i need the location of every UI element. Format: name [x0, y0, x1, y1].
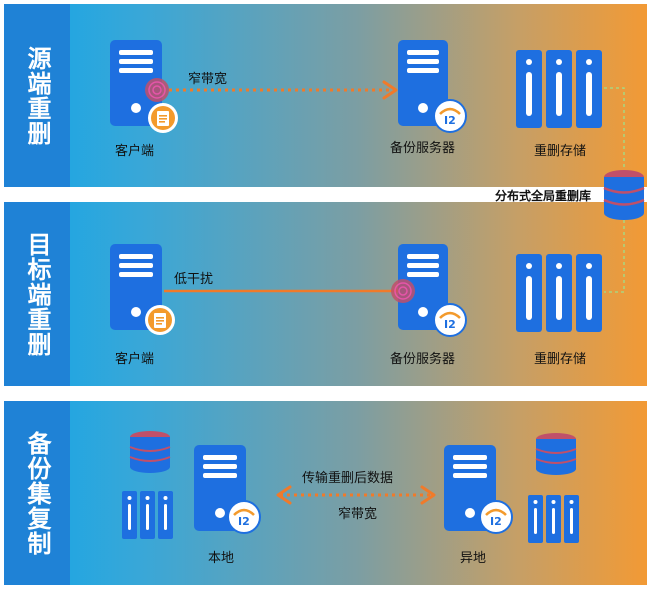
backup-replication-panel: 备份集复制 I2 — [4, 401, 647, 585]
storage-label: 重删存储 — [534, 352, 587, 367]
client-label: 客户端 — [115, 144, 155, 159]
storage-rack-icon — [516, 50, 602, 128]
panel-title-bar: 备份集复制 — [4, 401, 70, 585]
panel-title: 源端重删 — [23, 45, 51, 146]
link-label: 低干扰 — [174, 272, 214, 287]
client-server-icon — [110, 40, 162, 126]
backup-server-icon — [398, 40, 448, 126]
database-icon — [129, 431, 171, 473]
storage-rack-icon — [122, 491, 173, 539]
panel-title: 备份集复制 — [23, 430, 51, 556]
server-label: 备份服务器 — [390, 352, 456, 367]
fingerprint-icon — [145, 78, 169, 102]
source-dedup-panel: 源端重删 — [4, 4, 647, 187]
svg-text:I2: I2 — [444, 114, 456, 127]
target-dedup-panel: 目标端重删 — [4, 202, 647, 386]
global-db-label: 分布式全局重删库 — [495, 189, 592, 203]
remote-label: 异地 — [460, 551, 487, 566]
link-label-top: 传输重删后数据 — [302, 471, 394, 486]
document-icon — [145, 305, 175, 335]
client-server-icon — [110, 244, 162, 330]
svg-text:I2: I2 — [238, 515, 250, 528]
svg-text:I2: I2 — [490, 515, 502, 528]
i2-logo-icon: I2 — [227, 500, 261, 534]
link-label: 窄带宽 — [188, 72, 228, 87]
document-icon — [148, 103, 178, 133]
panel-title-bar: 源端重删 — [4, 4, 70, 187]
storage-rack-icon — [528, 495, 579, 543]
panel-title: 目标端重删 — [23, 231, 51, 357]
panel-graphics: I2 I2 — [122, 431, 579, 543]
i2-logo-icon: I2 — [433, 303, 467, 337]
storage-rack-icon — [516, 254, 602, 332]
server-label: 备份服务器 — [390, 141, 456, 156]
storage-label: 重删存储 — [534, 144, 587, 159]
fingerprint-icon — [391, 279, 415, 303]
local-label: 本地 — [208, 551, 235, 566]
replication-arrow — [276, 485, 436, 505]
client-label: 客户端 — [115, 352, 155, 367]
i2-logo-icon: I2 — [433, 99, 467, 133]
panel-graphics: I2 — [110, 202, 625, 337]
link-label-bottom: 窄带宽 — [338, 507, 378, 522]
backup-server-icon — [398, 244, 448, 330]
database-icon — [535, 433, 577, 475]
link-arrow — [169, 80, 398, 100]
panel-title-bar: 目标端重删 — [4, 202, 70, 386]
svg-text:I2: I2 — [444, 318, 456, 331]
panel-graphics: I2 — [110, 40, 625, 174]
i2-logo-icon: I2 — [479, 500, 513, 534]
